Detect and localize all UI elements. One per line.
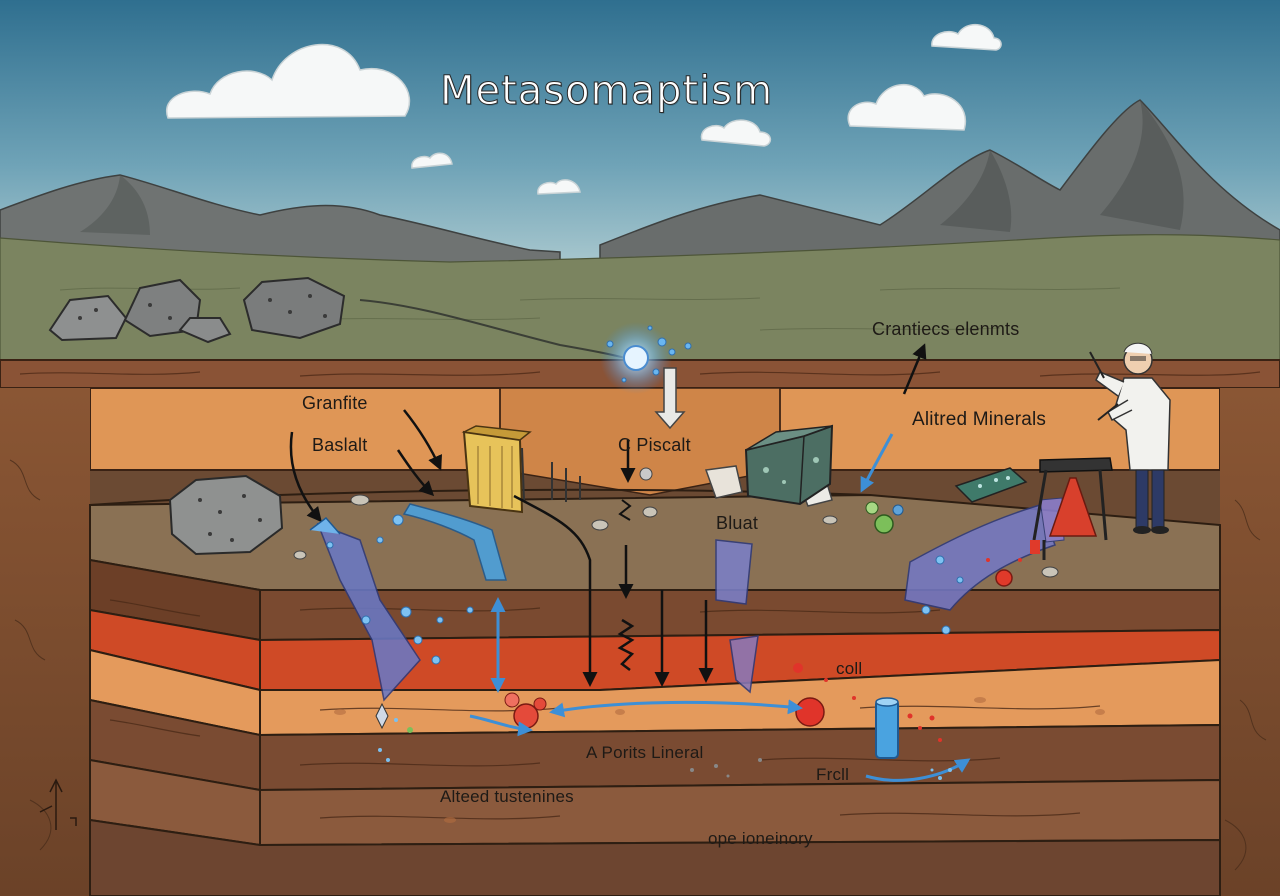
test-tube-icon [875, 697, 899, 759]
label-basalt: Baslalt [312, 435, 368, 455]
label-alteed-tustenines: Alteed tustenines [440, 787, 574, 806]
flow-arrows [289, 343, 927, 687]
label-bluat: Bluat [716, 513, 759, 533]
label-piscalt: C Piscalt [618, 435, 691, 455]
label-granite: Granfite [302, 393, 368, 413]
granite-rock [168, 474, 284, 556]
label-ope-ioneinory: ope ioneinory [708, 829, 813, 848]
mineral-spheres [504, 467, 1013, 729]
fluid-streams [316, 497, 1065, 702]
label-aporits-lineral: A Porits Lineral [586, 743, 704, 762]
yellow-mineral [461, 425, 532, 514]
label-cranties-elements: Crantiecs elenmts [872, 319, 1020, 339]
diagram-title: Metasomaptism [439, 68, 774, 115]
cloud [165, 24, 1002, 195]
altered-mineral-block [744, 424, 834, 506]
label-altered-minerals: Alitred Minerals [912, 409, 1047, 430]
label-frcll: Frcll [816, 765, 850, 784]
surface-rocks [48, 276, 346, 344]
scientist-icon [1089, 342, 1171, 534]
compass-icon [39, 778, 77, 830]
label-coll: coll [836, 659, 863, 678]
flask-stand-icon [1030, 457, 1113, 560]
